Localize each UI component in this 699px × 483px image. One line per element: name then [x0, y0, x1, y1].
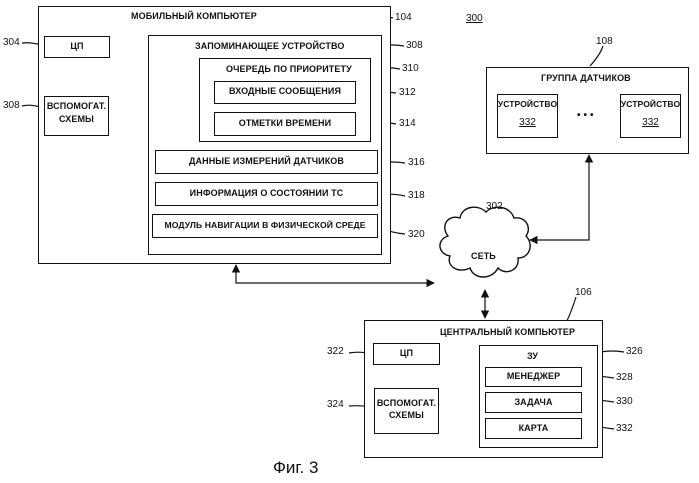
central-cpu-label: ЦП [373, 348, 440, 358]
sensor-group-title: ГРУППА ДАТЧИКОВ [541, 73, 631, 83]
priority-queue-ref: 310 [402, 63, 419, 74]
timestamps-ref: 314 [399, 118, 416, 129]
central-aux-line2: СХЕМЫ [374, 410, 439, 420]
mobile-aux-line2: СХЕМЫ [44, 114, 109, 124]
input-messages-label: ВХОДНЫЕ СООБЩЕНИЯ [214, 86, 356, 96]
map-ref: 332 [616, 423, 633, 434]
figure-ref-number: 300 [466, 13, 483, 24]
central-cpu-ref: 322 [327, 346, 344, 357]
sensor-data-label: ДАННЫЕ ИЗМЕРЕНИЙ ДАТЧИКОВ [155, 156, 378, 166]
device-2-label: УСТРОЙСТВО [620, 99, 681, 109]
task-label: ЗАДАЧА [485, 397, 582, 407]
central-memory-title: ЗУ [527, 351, 538, 361]
sensors-network-link [530, 155, 589, 240]
manager-label: МЕНЕДЖЕР [485, 371, 582, 381]
device-1-label: УСТРОЙСТВО [497, 99, 558, 109]
network-ref: 302 [486, 201, 503, 212]
mobile-computer-ref: 104 [395, 12, 412, 23]
map-label: КАРТА [485, 423, 582, 433]
mobile-cpu-label: ЦП [44, 41, 110, 51]
navigation-module-label: МОДУЛЬ НАВИГАЦИИ В ФИЗИЧЕСКОЙ СРЕДЕ [152, 220, 378, 230]
device-ellipsis: • • • [577, 110, 594, 121]
mobile-memory-title: ЗАПОМИНАЮЩЕЕ УСТРОЙСТВО [195, 41, 345, 51]
manager-ref: 328 [616, 372, 633, 383]
timestamps-label: ОТМЕТКИ ВРЕМЕНИ [214, 118, 356, 128]
navigation-module-ref: 320 [408, 229, 425, 240]
priority-queue-title: ОЧЕРЕДЬ ПО ПРИОРИТЕТУ [226, 64, 352, 74]
sensor-group-ref: 108 [596, 36, 613, 47]
network-label: СЕТЬ [471, 251, 496, 261]
mobile-computer-title: МОБИЛЬНЫЙ КОМПЬЮТЕР [131, 11, 257, 21]
sensor-data-ref: 316 [408, 157, 425, 168]
device-2-ref: 332 [620, 117, 681, 128]
network-cloud [440, 207, 530, 277]
central-computer-title: ЦЕНТРАЛЬНЫЙ КОМПЬЮТЕР [440, 327, 575, 337]
central-aux-line1: ВСПОМОГАТ. [374, 398, 439, 408]
mobile-aux-ref: 308 [3, 100, 20, 111]
mobile-network-link [236, 265, 434, 283]
task-ref: 330 [616, 396, 633, 407]
leader-108 [590, 46, 603, 66]
central-memory-ref: 326 [626, 346, 643, 357]
central-computer-ref: 106 [575, 287, 592, 298]
input-messages-ref: 312 [399, 87, 416, 98]
mobile-memory-ref: 308 [406, 40, 423, 51]
device-1-ref: 332 [497, 117, 558, 128]
mobile-cpu-ref: 304 [3, 37, 20, 48]
vehicle-state-label: ИНФОРМАЦИЯ О СОСТОЯНИИ ТС [155, 188, 378, 198]
leader-326 [600, 351, 624, 352]
central-aux-ref: 324 [327, 399, 344, 410]
vehicle-state-ref: 318 [408, 190, 425, 201]
figure-caption: Фиг. 3 [273, 458, 318, 478]
mobile-aux-line1: ВСПОМОГАТ. [44, 101, 109, 111]
